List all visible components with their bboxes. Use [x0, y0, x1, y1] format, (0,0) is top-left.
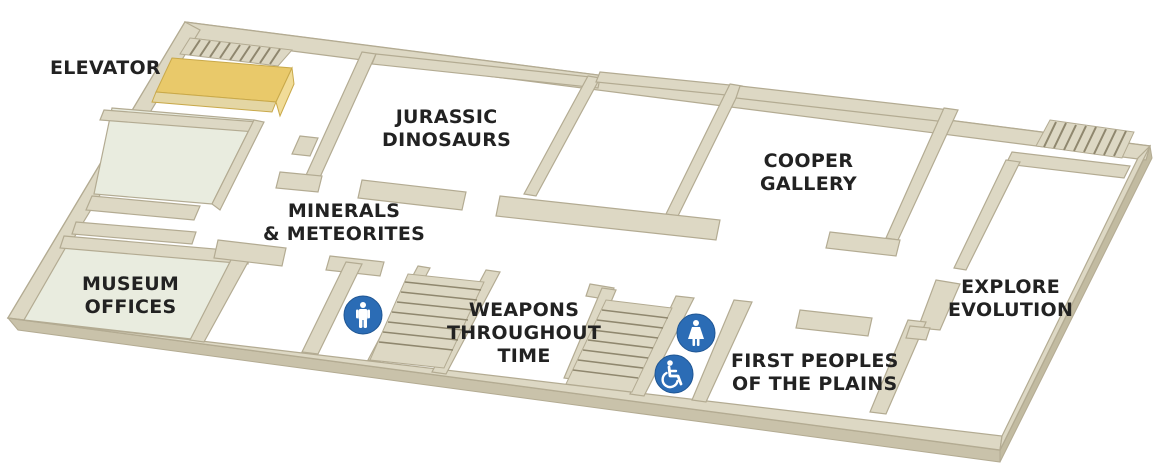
jurassic-label-line2: DINOSAURS: [382, 129, 512, 151]
plains-label-line1: FIRST PEOPLES: [731, 350, 899, 372]
evolution-label-line1: EXPLORE: [961, 276, 1060, 298]
mens-restroom-icon[interactable]: [343, 295, 383, 335]
womens-restroom-icon[interactable]: [676, 313, 716, 353]
left-rooms: [23, 107, 265, 343]
room-label-jurassic-dinosaurs[interactable]: JURASSIC DINOSAURS: [382, 106, 511, 152]
minerals-label-line1: MINERALS: [287, 200, 401, 222]
stairs-top-left: [179, 37, 294, 67]
middle-stairs-right: [565, 299, 673, 393]
offices-label-line1: MUSEUM: [82, 273, 180, 295]
stairs-top-right: [1035, 119, 1135, 159]
wheelchair-icon[interactable]: [654, 354, 694, 394]
cooper-label-line1: COOPER: [763, 150, 854, 172]
weapons-label-line2: THROUGHOUT: [447, 322, 602, 344]
room-label-museum-offices: MUSEUM OFFICES: [82, 273, 179, 319]
plains-label-line2: OF THE PLAINS: [732, 373, 898, 395]
minerals-label-line2: & METEORITES: [263, 223, 426, 245]
elevator-area: [151, 57, 295, 118]
room-label-weapons-throughout-time[interactable]: WEAPONS THROUGHOUT TIME: [447, 299, 601, 368]
room-label-first-peoples-plains[interactable]: FIRST PEOPLES OF THE PLAINS: [731, 350, 899, 396]
offices-label-line2: OFFICES: [84, 296, 177, 318]
weapons-label-line1: WEAPONS: [468, 299, 580, 321]
cooper-label-line2: GALLERY: [760, 173, 857, 195]
jurassic-label-line1: JURASSIC: [395, 106, 498, 128]
weapons-label-line3: TIME: [497, 345, 551, 367]
room-label-minerals-meteorites[interactable]: MINERALS & METEORITES: [263, 200, 425, 246]
evolution-label-line2: EVOLUTION: [948, 299, 1074, 321]
room-label-explore-evolution[interactable]: EXPLORE EVOLUTION: [948, 276, 1073, 322]
middle-stairs-left: [369, 273, 485, 369]
elevator-label: ELEVATOR: [50, 57, 161, 79]
room-label-cooper-gallery[interactable]: COOPER GALLERY: [760, 150, 857, 196]
room-label-elevator: ELEVATOR: [50, 57, 161, 80]
